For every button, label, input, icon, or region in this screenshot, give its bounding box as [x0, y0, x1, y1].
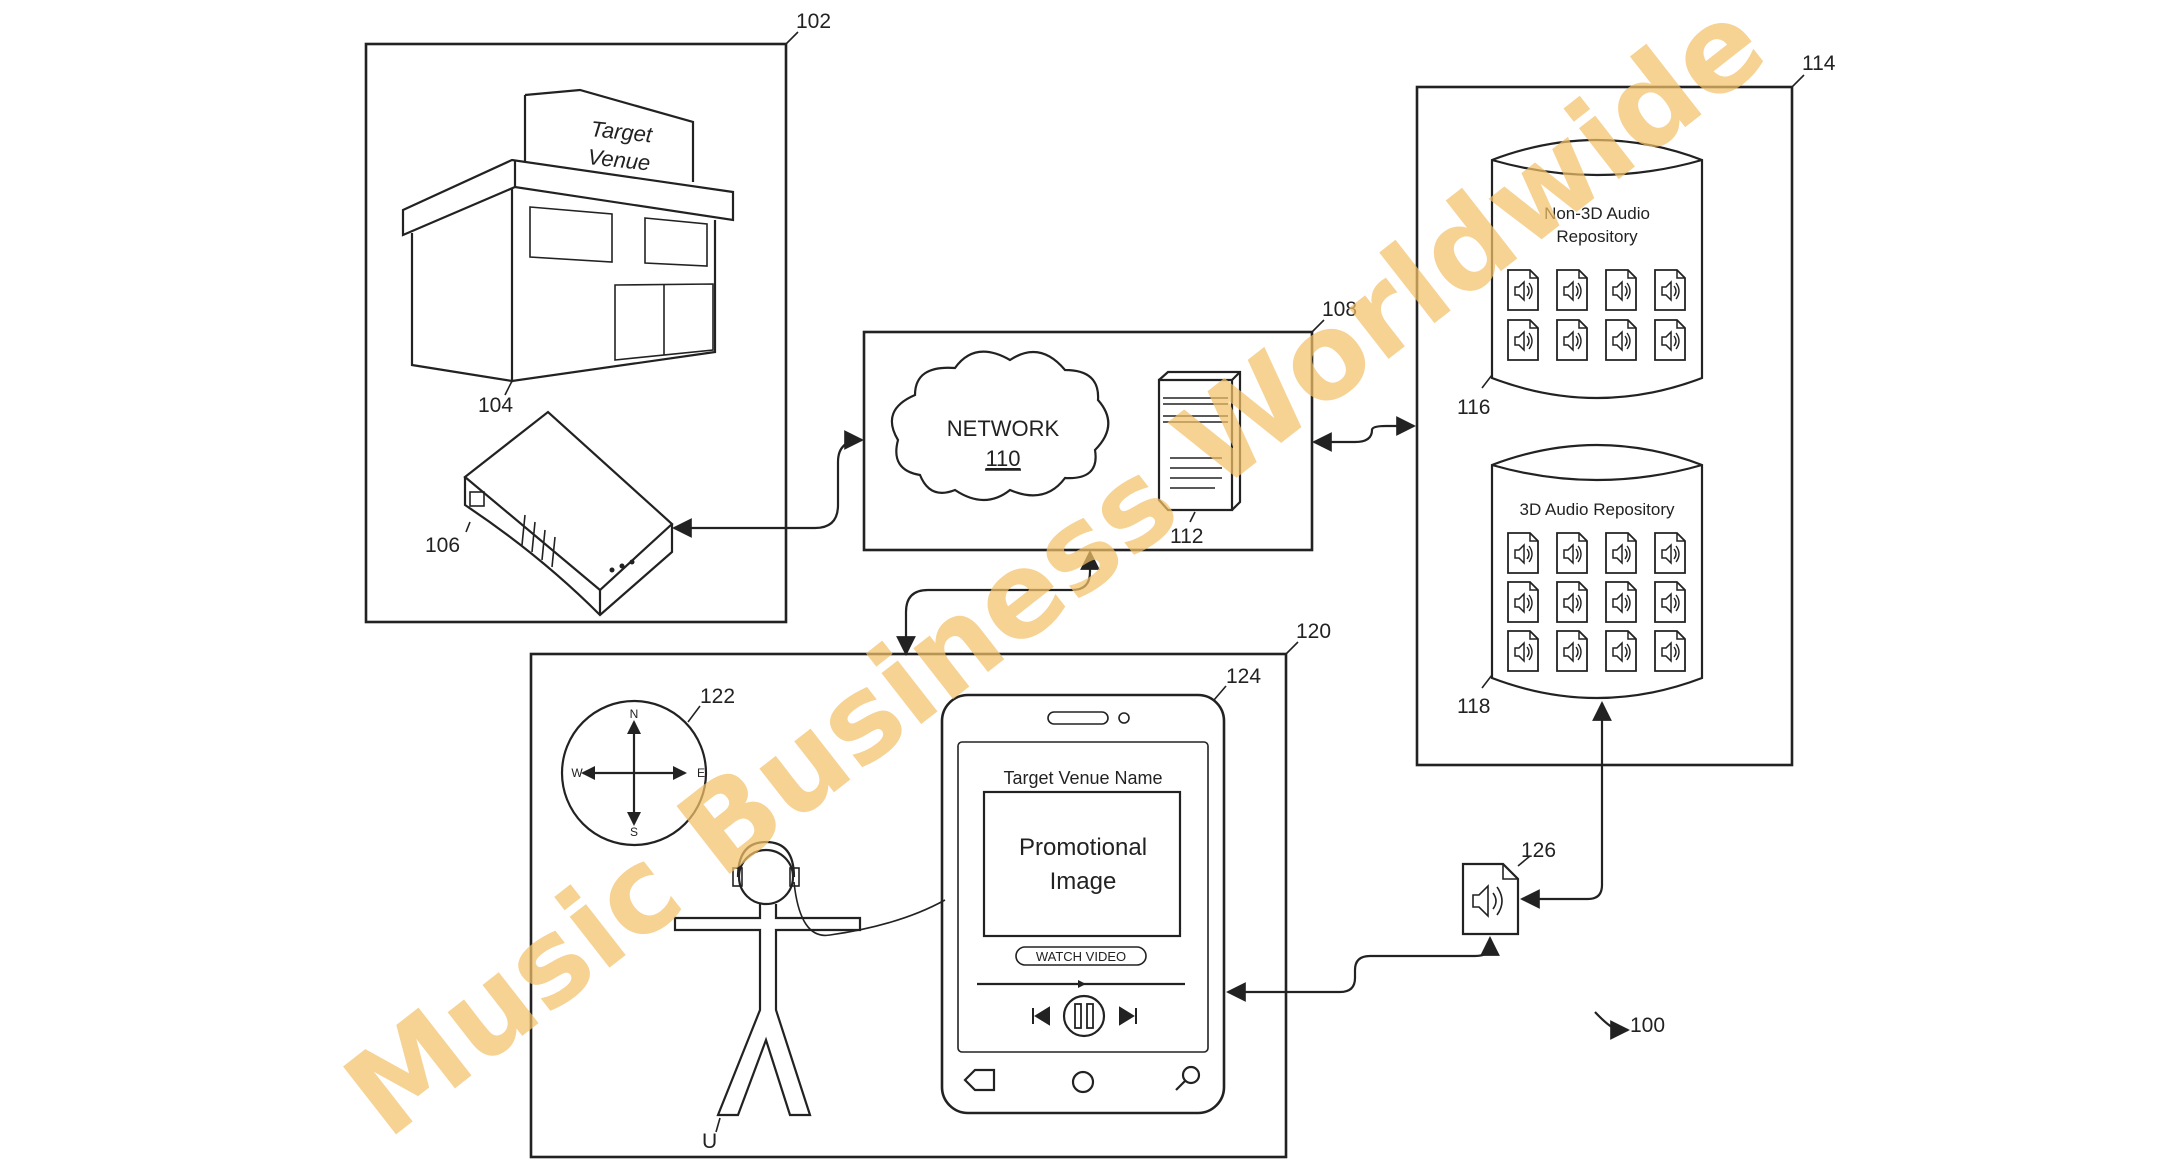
venue-sign-line2: Venue	[586, 144, 651, 175]
compass-w: W	[571, 766, 583, 780]
audio-file-icon	[1655, 631, 1685, 671]
user-ref: U	[702, 1130, 717, 1153]
back-arrow-icon[interactable]	[965, 1070, 994, 1090]
previous-track-icon[interactable]	[1033, 1008, 1049, 1024]
network-ref: 110	[985, 446, 1020, 471]
audio-file-icon	[1557, 270, 1587, 310]
3d-repo-ref: 118	[1457, 695, 1490, 718]
network-label: NETWORK	[947, 416, 1060, 441]
audio-file-icon	[1508, 533, 1538, 573]
figure-ref: 100	[1595, 1012, 1665, 1037]
venue-device-icon	[465, 412, 672, 615]
audio-file-icon	[1606, 582, 1636, 622]
audio-file-icon	[1508, 320, 1538, 360]
user-area-box-ref: 120	[1296, 620, 1331, 643]
search-icon[interactable]	[1176, 1067, 1199, 1090]
target-venue-building-icon: Target Venue	[403, 90, 733, 381]
audio-file-icon	[1655, 320, 1685, 360]
compass-n: N	[630, 707, 639, 721]
phone-venue-name: Target Venue Name	[1003, 768, 1162, 788]
selected-audio-file-icon	[1463, 864, 1518, 934]
venue-box-ref: 102	[796, 10, 831, 33]
promo-line1: Promotional	[1019, 834, 1147, 861]
watch-video-label: WATCH VIDEO	[1036, 949, 1126, 964]
audio-file-icon	[1655, 582, 1685, 622]
compass-ref: 122	[700, 685, 735, 708]
audio-file-icon	[1655, 270, 1685, 310]
promo-line2: Image	[1050, 868, 1117, 895]
audio-file-icon	[1606, 631, 1636, 671]
non3d-repo-ref: 116	[1457, 396, 1490, 419]
non3d-audio-files	[1508, 270, 1685, 360]
repositories-box-ref: 114	[1802, 52, 1836, 75]
venue-box: 102 Target Venue 104	[366, 10, 831, 622]
audio-file-icon	[1557, 320, 1587, 360]
phone-ref: 124	[1226, 665, 1261, 688]
next-track-icon[interactable]	[1120, 1008, 1136, 1024]
figure-ref-label: 100	[1630, 1014, 1665, 1037]
audio-file-icon	[1508, 582, 1538, 622]
building-ref: 104	[478, 394, 513, 417]
audio-file-icon	[1655, 533, 1685, 573]
venue-sign-line1: Target	[589, 116, 654, 147]
3d-audio-repository: 3D Audio Repository	[1492, 445, 1702, 698]
audio-file-icon	[1557, 582, 1587, 622]
audio-file-icon	[1606, 533, 1636, 573]
device-ref: 106	[425, 534, 460, 557]
watch-video-button[interactable]: WATCH VIDEO	[1016, 947, 1146, 965]
audio-file-icon	[1606, 320, 1636, 360]
progress-bar[interactable]	[977, 980, 1185, 988]
home-button-icon[interactable]	[1073, 1072, 1093, 1092]
audio-file-ref: 126	[1521, 839, 1556, 862]
3d-audio-files	[1508, 533, 1685, 671]
mobile-phone: Target Venue Name Promotional Image WATC…	[942, 695, 1224, 1113]
promotional-image	[984, 792, 1180, 936]
3d-repo-title: 3D Audio Repository	[1520, 500, 1675, 519]
audio-file-icon	[1557, 631, 1587, 671]
audio-file-icon	[1606, 270, 1636, 310]
audio-file-icon	[1557, 533, 1587, 573]
audio-file-icon	[1508, 631, 1538, 671]
pause-icon[interactable]	[1064, 996, 1104, 1036]
